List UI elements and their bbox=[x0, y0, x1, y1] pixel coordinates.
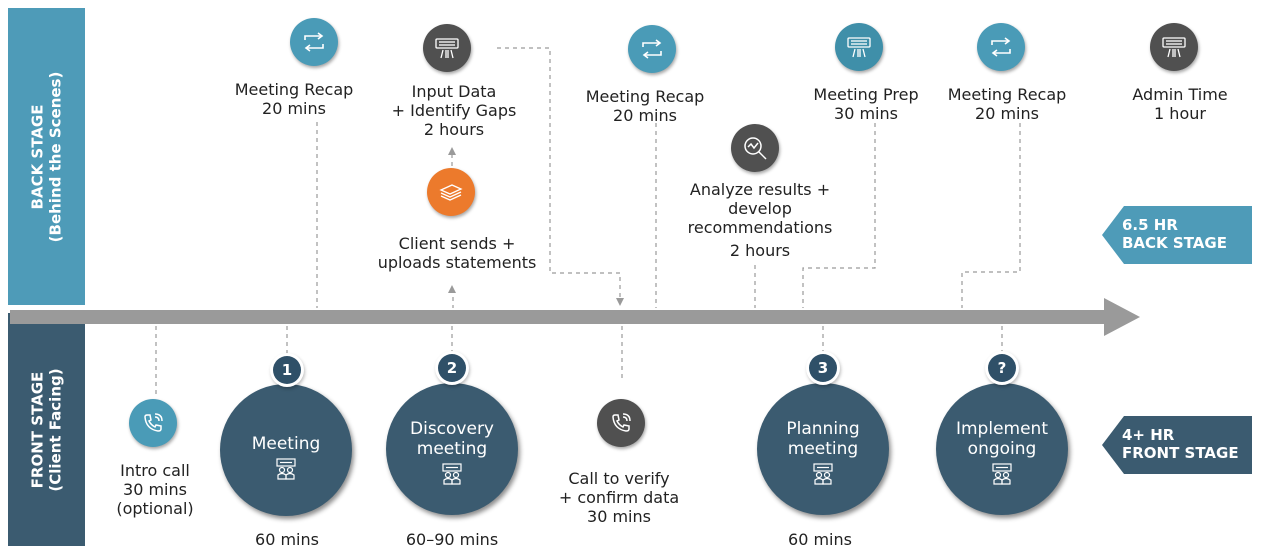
keyboard-typing-icon bbox=[835, 23, 883, 71]
people-meeting-icon bbox=[992, 463, 1012, 485]
timeline-arrowhead bbox=[1104, 298, 1140, 336]
magnifier-chart-icon bbox=[731, 124, 779, 172]
meeting-3-duration: 60 mins bbox=[788, 530, 852, 549]
refresh-arrows-icon bbox=[977, 23, 1025, 71]
step-number-3: 3 bbox=[809, 354, 837, 382]
phone-icon bbox=[597, 399, 645, 447]
people-meeting-icon bbox=[813, 463, 833, 485]
meeting-1-duration: 60 mins bbox=[255, 530, 319, 549]
people-meeting-icon bbox=[442, 463, 462, 485]
timeline-bar bbox=[10, 310, 1108, 324]
step-number-ongoing: ? bbox=[988, 354, 1016, 382]
meeting-2-duration: 60–90 mins bbox=[405, 530, 499, 549]
step-number-2: 2 bbox=[438, 354, 466, 382]
back-stage-band: BACK STAGE (Behind the Scenes) bbox=[8, 8, 85, 305]
refresh-arrows-icon bbox=[628, 25, 676, 73]
refresh-arrows-icon bbox=[290, 18, 338, 66]
phone-icon bbox=[129, 399, 177, 447]
client-sends-label: Client sends +uploads statements bbox=[377, 234, 537, 272]
meeting-1-circle: Meeting bbox=[220, 384, 352, 516]
documents-stack-icon bbox=[427, 168, 475, 216]
meeting-2-circle: Discovery meeting bbox=[386, 383, 518, 515]
implement-circle: Implement ongoing bbox=[936, 383, 1068, 515]
keyboard-typing-icon bbox=[423, 24, 471, 72]
step-number-1: 1 bbox=[273, 356, 301, 384]
keyboard-typing-icon bbox=[1150, 23, 1198, 71]
meeting-3-circle: Planning meeting bbox=[757, 383, 889, 515]
people-meeting-icon bbox=[276, 458, 296, 480]
front-stage-band: FRONT STAGE (Client Facing) bbox=[8, 313, 85, 546]
